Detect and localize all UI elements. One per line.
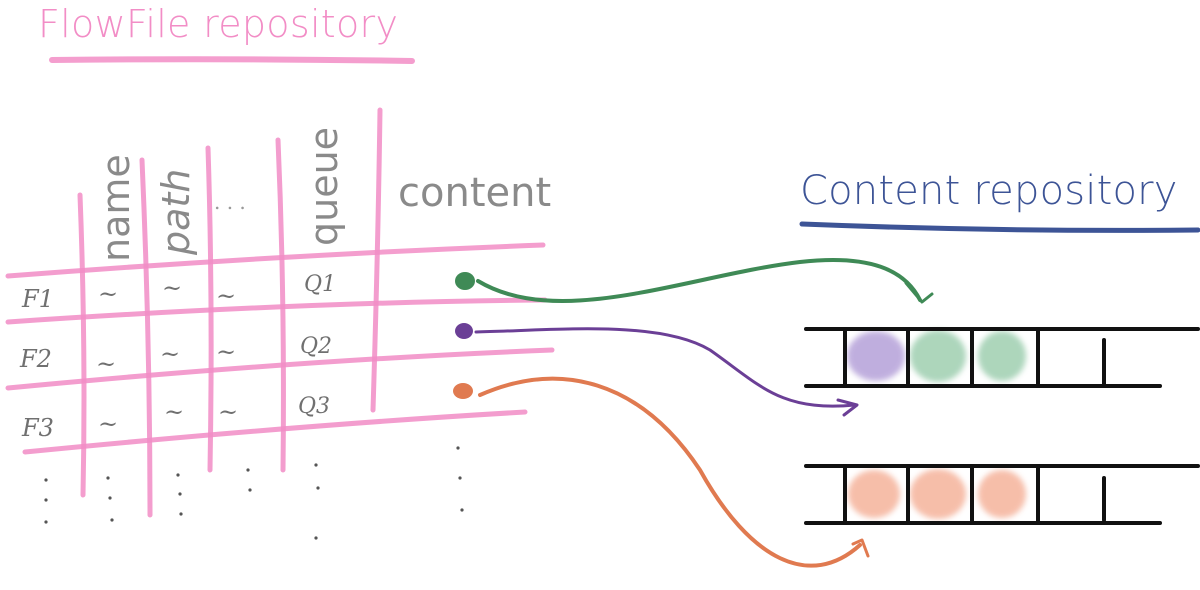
cell-f1-queue: Q1 bbox=[304, 272, 337, 297]
arrow-f2-head bbox=[836, 398, 859, 417]
arrow-f1-head bbox=[904, 281, 934, 304]
cell-f2-path: ~ bbox=[160, 340, 181, 368]
pointer-dot-f3 bbox=[453, 383, 473, 399]
header-ellipsis: . . . bbox=[214, 190, 246, 214]
arrow-f1 bbox=[476, 257, 922, 303]
cell-f3-name: ~ bbox=[98, 410, 119, 438]
arrows bbox=[474, 257, 934, 568]
row-id-f2: F2 bbox=[20, 345, 52, 373]
content-claim-1 bbox=[804, 327, 1200, 388]
table-vertical-lines bbox=[77, 107, 383, 518]
pointer-dot-f1 bbox=[455, 272, 475, 290]
row-id-f3: F3 bbox=[22, 414, 54, 442]
cell-f1-other: ~ bbox=[216, 282, 237, 310]
content-pointers bbox=[453, 272, 475, 399]
flowfile-repository-title: FlowFile repository bbox=[38, 2, 399, 46]
column-header-content: content bbox=[398, 170, 552, 216]
cell-f3-queue: Q3 bbox=[298, 394, 331, 419]
column-header-path: path bbox=[154, 168, 198, 255]
cell-f2-name: ~ bbox=[96, 350, 117, 378]
content-claim-2 bbox=[804, 464, 1200, 525]
pointer-dot-f2 bbox=[455, 323, 473, 339]
continuation-dots bbox=[44, 446, 464, 540]
cell-f3-other: ~ bbox=[218, 398, 239, 426]
row-id-f1: F1 bbox=[22, 285, 54, 313]
flowfile-title-underline bbox=[49, 56, 415, 64]
cell-f3-path: ~ bbox=[164, 398, 185, 426]
arrow-f2 bbox=[474, 327, 857, 408]
column-header-name: name bbox=[94, 154, 138, 262]
cell-f1-path: ~ bbox=[162, 274, 183, 302]
content-title-underline bbox=[799, 221, 1200, 233]
cell-f1-name: ~ bbox=[98, 280, 119, 308]
arrow-f3 bbox=[478, 376, 862, 568]
content-repository-title: Content repository bbox=[800, 168, 1178, 214]
cell-f2-other: ~ bbox=[216, 338, 237, 366]
cell-f2-queue: Q2 bbox=[300, 334, 333, 359]
column-header-queue: queue bbox=[302, 126, 346, 246]
arrow-f3-head bbox=[851, 538, 870, 558]
